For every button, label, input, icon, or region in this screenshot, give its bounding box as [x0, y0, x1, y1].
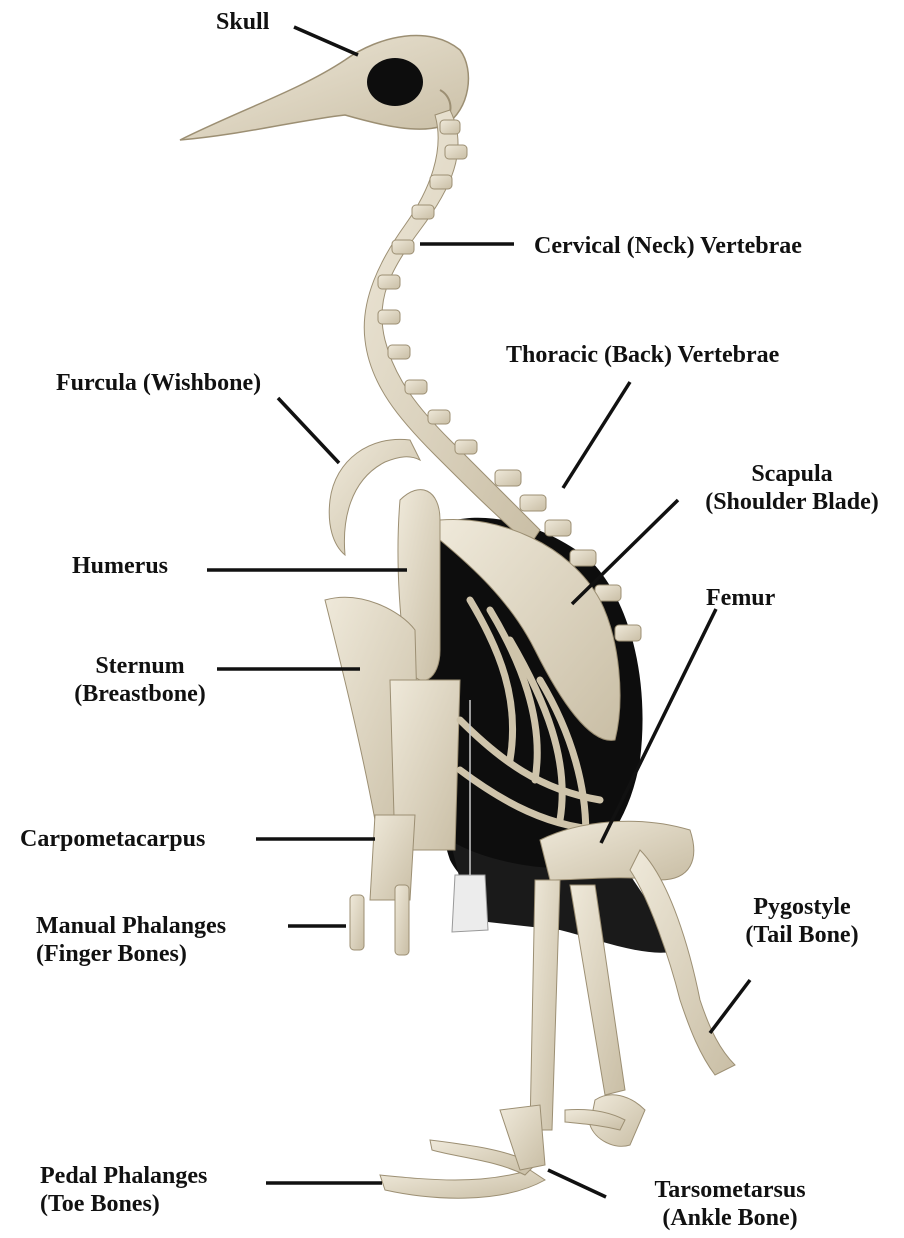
label-sternum-line2: (Breastbone)	[50, 680, 230, 708]
label-carpometacarpus: Carpometacarpus	[20, 825, 205, 853]
label-tarso-line2: (Ankle Bone)	[630, 1204, 830, 1232]
label-tarso-line1: Tarsometarsus	[630, 1176, 830, 1204]
label-tarso: Tarsometarsus (Ankle Bone)	[630, 1176, 830, 1232]
label-sternum-line1: Sternum	[50, 652, 230, 680]
label-humerus: Humerus	[72, 552, 168, 580]
label-scapula-line2: (Shoulder Blade)	[680, 488, 904, 516]
label-femur: Femur	[706, 584, 775, 612]
label-thoracic: Thoracic (Back) Vertebrae	[506, 341, 779, 369]
foot-bones	[380, 1105, 625, 1198]
skull-bone	[180, 36, 468, 140]
label-pedal: Pedal Phalanges (Toe Bones)	[40, 1162, 207, 1218]
specimen-tag	[452, 875, 488, 932]
label-scapula: Scapula (Shoulder Blade)	[680, 460, 904, 516]
label-sternum: Sternum (Breastbone)	[50, 652, 230, 708]
label-pedal-line2: (Toe Bones)	[40, 1190, 207, 1218]
leader-thoracic	[563, 382, 630, 488]
leader-furcula	[278, 398, 339, 463]
leader-tarso	[548, 1170, 606, 1197]
label-manual-line2: (Finger Bones)	[36, 940, 226, 968]
leader-pygostyle	[710, 980, 750, 1033]
label-manual-line1: Manual Phalanges	[36, 912, 226, 940]
leader-skull	[294, 27, 358, 55]
tail-bones	[630, 850, 735, 1075]
label-furcula: Furcula (Wishbone)	[56, 369, 261, 397]
label-scapula-line1: Scapula	[680, 460, 904, 488]
label-cervical: Cervical (Neck) Vertebrae	[534, 232, 802, 260]
label-pygostyle-line2: (Tail Bone)	[722, 921, 882, 949]
label-pygostyle-line1: Pygostyle	[722, 893, 882, 921]
label-skull: Skull	[216, 8, 269, 36]
label-manual: Manual Phalanges (Finger Bones)	[36, 912, 226, 968]
label-pedal-line1: Pedal Phalanges	[40, 1162, 207, 1190]
label-pygostyle: Pygostyle (Tail Bone)	[722, 893, 882, 949]
